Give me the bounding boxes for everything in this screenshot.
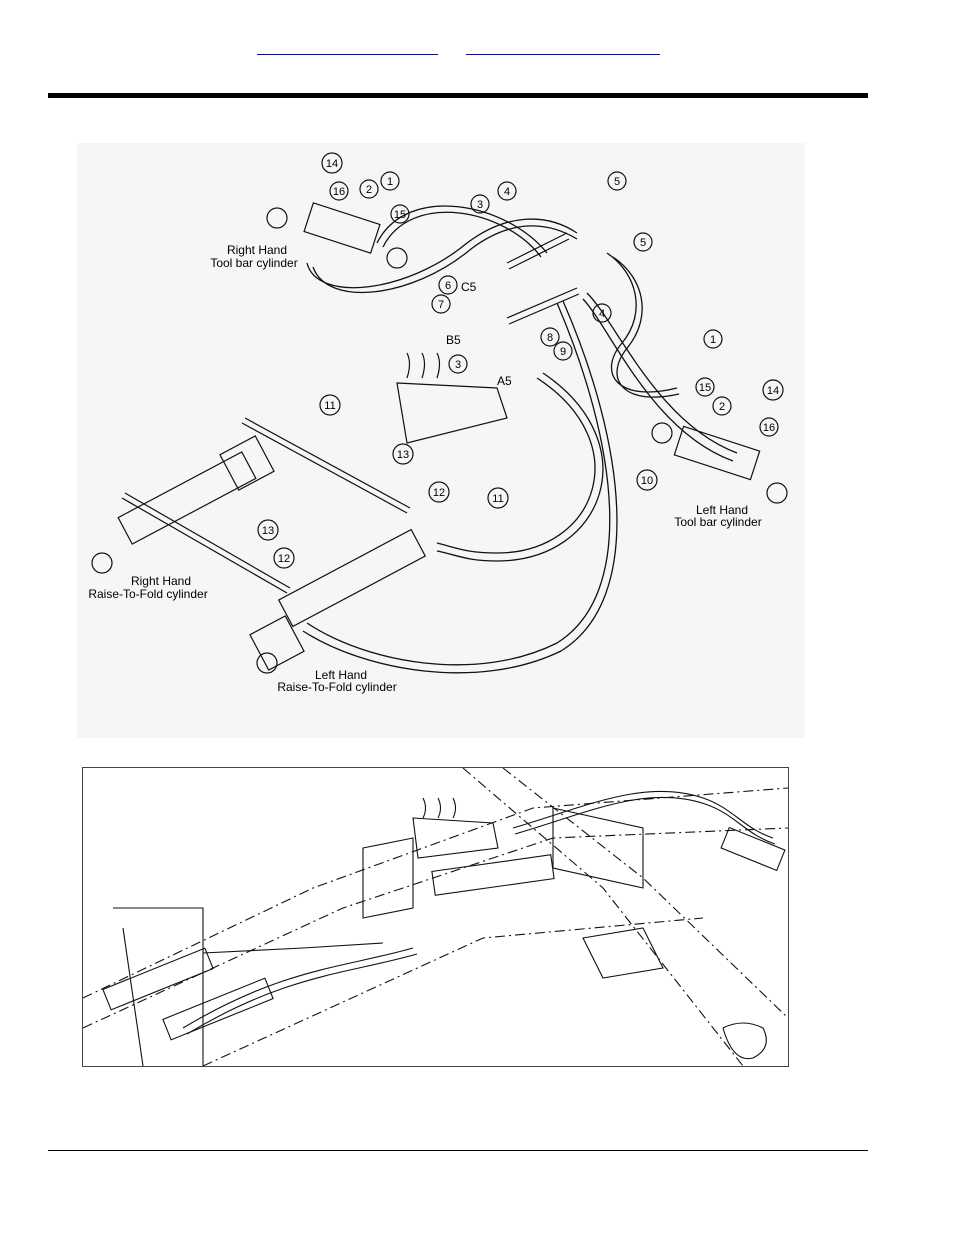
- svg-text:9: 9: [560, 346, 566, 358]
- svg-text:3: 3: [477, 199, 483, 211]
- callout-13-a: 13: [392, 443, 414, 465]
- callout-14-a: 14: [321, 152, 343, 174]
- lh-tool-bar-cylinder: [651, 422, 788, 504]
- valve-assembled: [412, 797, 499, 859]
- svg-text:4: 4: [599, 308, 605, 320]
- svg-text:7: 7: [438, 299, 444, 311]
- rh-tool-bar-label-1: Right Hand: [227, 243, 287, 257]
- callout-4-b: 4: [592, 303, 612, 323]
- callout-14-b: 14: [762, 379, 784, 401]
- svg-text:14: 14: [326, 158, 338, 170]
- svg-text:10: 10: [641, 475, 653, 487]
- callout-16-a: 16: [329, 181, 349, 201]
- svg-text:16: 16: [333, 186, 345, 198]
- port-a5-label: A5: [497, 374, 512, 388]
- svg-text:15: 15: [699, 382, 711, 394]
- svg-text:3: 3: [455, 359, 461, 371]
- port-c5-label: C5: [461, 280, 477, 294]
- header-rule: [48, 93, 868, 98]
- callout-12-a: 12: [428, 481, 450, 503]
- svg-text:6: 6: [445, 280, 451, 292]
- callout-5-a: 5: [607, 171, 627, 191]
- callout-13-b: 13: [257, 519, 279, 541]
- valve-block: [396, 352, 508, 444]
- callout-2-a: 2: [359, 179, 379, 199]
- svg-text:11: 11: [324, 400, 335, 412]
- callout-8: 8: [540, 327, 560, 347]
- callout-2-b: 2: [712, 396, 732, 416]
- callout-15-a: 15: [390, 204, 410, 224]
- hoses-assembled: [182, 790, 776, 1035]
- callout-16-b: 16: [759, 417, 779, 437]
- svg-text:12: 12: [278, 553, 290, 565]
- svg-text:16: 16: [763, 422, 775, 434]
- callout-6: 6: [438, 275, 458, 295]
- callout-9: 9: [553, 341, 573, 361]
- rh-tool-bar-cylinder: [266, 202, 408, 269]
- svg-text:1: 1: [710, 334, 716, 346]
- callout-1-b: 1: [703, 329, 723, 349]
- svg-text:13: 13: [262, 525, 274, 537]
- lh-tool-bar-label-1: Left Hand: [696, 503, 748, 517]
- svg-text:12: 12: [433, 487, 445, 499]
- callout-7: 7: [431, 294, 451, 314]
- header-link-2[interactable]: [466, 38, 660, 55]
- rh-raise-label-2: Raise-To-Fold cylinder: [88, 587, 207, 601]
- callout-3-b: 3: [448, 354, 468, 374]
- svg-text:11: 11: [492, 493, 503, 505]
- svg-text:5: 5: [640, 237, 646, 249]
- callout-12-b: 12: [273, 547, 295, 569]
- svg-text:2: 2: [719, 401, 725, 413]
- hydraulic-assembly-view: [82, 767, 789, 1067]
- callout-5-b: 5: [633, 232, 653, 252]
- port-b5-label: B5: [446, 333, 461, 347]
- hydraulic-exploded-diagram: 14 16 2 1 15 3 4 5 5 6 7 4 8 9 3 1 15 2 …: [77, 143, 805, 738]
- cylinders-assembled: [102, 826, 786, 1041]
- svg-text:13: 13: [397, 449, 409, 461]
- lh-tool-bar-label-2: Tool bar cylinder: [674, 515, 761, 529]
- svg-text:5: 5: [614, 176, 620, 188]
- callout-11-b: 11: [487, 487, 509, 509]
- rh-raise-label-1: Right Hand: [131, 574, 191, 588]
- hoses: [302, 205, 738, 674]
- lh-raise-label-1: Left Hand: [315, 668, 367, 682]
- callout-3-a: 3: [470, 194, 490, 214]
- svg-text:15: 15: [394, 209, 406, 221]
- svg-text:4: 4: [504, 186, 510, 198]
- footer-rule: [48, 1150, 868, 1151]
- callout-15-b: 15: [695, 377, 715, 397]
- svg-text:1: 1: [387, 176, 393, 188]
- lh-raise-to-fold-cylinder: [249, 528, 427, 674]
- header-link-1[interactable]: [257, 38, 438, 55]
- svg-text:8: 8: [547, 332, 553, 344]
- callout-4-a: 4: [497, 181, 517, 201]
- svg-text:14: 14: [767, 385, 779, 397]
- frame-solid: [113, 807, 767, 1067]
- rh-tool-bar-label-2: Tool bar cylinder: [210, 256, 297, 270]
- callout-11-a: 11: [319, 394, 341, 416]
- lh-raise-label-2: Raise-To-Fold cylinder: [277, 680, 396, 694]
- svg-text:2: 2: [366, 184, 372, 196]
- callout-1-a: 1: [380, 171, 400, 191]
- straight-hoses: [121, 232, 580, 594]
- frame-outline: [82, 767, 789, 1067]
- callout-10: 10: [636, 469, 658, 491]
- rh-raise-to-fold-cylinder: [91, 435, 275, 574]
